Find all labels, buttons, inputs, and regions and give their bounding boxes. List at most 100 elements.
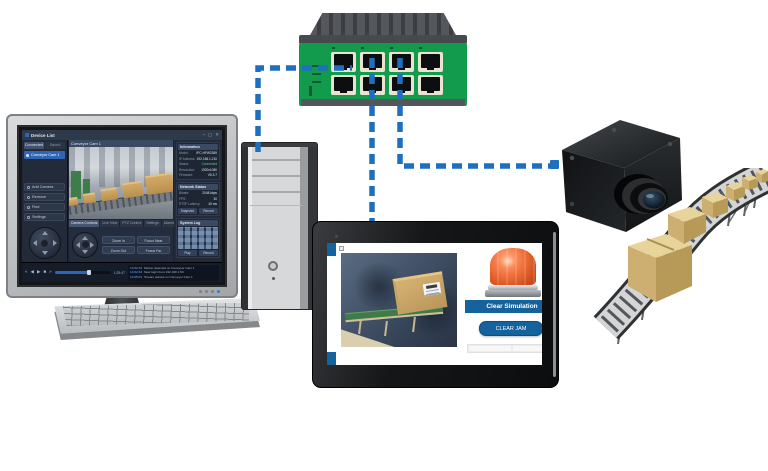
- stop-button[interactable]: ■: [43, 269, 47, 275]
- zoom-out-button[interactable]: Zoom Out: [102, 245, 135, 254]
- tab-ptz-control[interactable]: PTZ Control: [120, 220, 144, 227]
- net-label: RTSP Latency:: [179, 202, 201, 207]
- conveyor-box: [742, 175, 758, 190]
- camera-network-port: [550, 160, 559, 169]
- camera-icon: [26, 153, 29, 157]
- button-label: Find: [32, 205, 40, 209]
- zoom-in-button[interactable]: Zoom In: [102, 235, 135, 244]
- switch-label-marks: [309, 86, 312, 96]
- info-value: V6.3.7: [207, 173, 217, 178]
- close-button[interactable]: ✕: [215, 132, 219, 137]
- button-label: Add Camera: [32, 185, 54, 189]
- find-button[interactable]: Find: [24, 203, 65, 211]
- play-button[interactable]: ▶: [36, 269, 41, 275]
- switch-label-marks: [312, 59, 321, 83]
- tab-alarms[interactable]: Alarms: [161, 220, 177, 227]
- conveyor-box: [756, 169, 768, 183]
- switch-port-leds: [332, 47, 444, 49]
- tab-camera-controls[interactable]: Camera Controls: [69, 220, 100, 227]
- ptz-dpad[interactable]: [28, 227, 61, 259]
- device-sidebar: Connected Saved Conveyor Cam 1 Add Camer…: [22, 140, 68, 262]
- tab-saved[interactable]: Saved: [45, 142, 65, 149]
- jammed-box: [392, 271, 448, 315]
- window-title: Device List: [31, 132, 55, 138]
- monitor-bezel-buttons: [199, 290, 220, 293]
- hmi-tablet: Clear Simulation CLEAR JAM: [312, 221, 559, 388]
- arrow-right-icon[interactable]: [90, 241, 94, 248]
- app-icon: [25, 133, 29, 137]
- app-title-bar: Device List – ▢ ✕: [22, 130, 222, 140]
- dpad-center-button[interactable]: [40, 238, 49, 248]
- screw-icon: [611, 127, 617, 133]
- tab-live-view[interactable]: Live View: [100, 220, 120, 227]
- tab-connected[interactable]: Connected: [24, 142, 44, 149]
- button-label: Settings: [32, 215, 46, 219]
- net-label: FPS:: [179, 196, 187, 201]
- settings-button[interactable]: Settings: [24, 213, 65, 221]
- status-value: Connected: [201, 162, 217, 167]
- focus-near-button[interactable]: Focus Near: [137, 235, 170, 244]
- ethernet-port: [331, 52, 356, 72]
- info-value: 192.168.1.210: [196, 156, 217, 161]
- clear-jam-button[interactable]: CLEAR JAM: [479, 321, 542, 336]
- info-value: 1920x1080: [201, 167, 217, 172]
- conveyor-box: [628, 234, 692, 302]
- camera-lens: [614, 174, 668, 214]
- camera-control-dpad[interactable]: [72, 231, 98, 258]
- arrow-up-icon[interactable]: [82, 235, 88, 240]
- search-icon: [27, 205, 30, 209]
- hmi-screen: Clear Simulation CLEAR JAM: [327, 243, 542, 365]
- arrow-down-icon[interactable]: [41, 251, 48, 255]
- screw-icon: [569, 155, 575, 161]
- net-value: 40 ms: [208, 202, 217, 207]
- ethernet-port: [331, 75, 356, 95]
- timeline-slider[interactable]: [54, 270, 111, 275]
- panel-title: Network Status: [178, 183, 218, 190]
- switch-base: [301, 99, 465, 106]
- screen-accent-tab: [327, 352, 336, 365]
- screw-icon: [667, 141, 673, 147]
- screw-icon: [569, 201, 575, 207]
- camera-name: Conveyor Cam 1: [31, 153, 60, 157]
- camera-list-item[interactable]: Conveyor Cam 1: [24, 151, 65, 159]
- net-label: Bitrate:: [179, 190, 190, 195]
- dpad-center-button[interactable]: [80, 240, 90, 249]
- add-camera-button[interactable]: Add Camera: [24, 183, 65, 191]
- focus-far-button[interactable]: Focus Far: [137, 245, 170, 254]
- remove-button[interactable]: Remove: [24, 193, 65, 201]
- info-value: IPC-HFW2389: [196, 151, 217, 155]
- tab-settings[interactable]: Settings: [144, 220, 161, 227]
- record-button[interactable]: Record: [199, 207, 218, 214]
- ethernet-port: [389, 75, 414, 95]
- jam-camera-photo: [341, 253, 457, 347]
- alarm-beacon: [485, 248, 541, 297]
- record-button[interactable]: Record: [199, 249, 218, 256]
- skip-forward-button[interactable]: »: [49, 269, 52, 275]
- minimize-button[interactable]: –: [202, 132, 205, 137]
- roller-conveyor: [593, 168, 768, 345]
- snapshot-button[interactable]: Snapshot: [178, 207, 197, 214]
- clear-simulation-banner: Clear Simulation: [465, 300, 542, 313]
- arrow-up-icon[interactable]: [41, 231, 48, 235]
- switch-body: [299, 43, 467, 106]
- tablet-edge: [553, 232, 556, 377]
- machine-vision-camera: [550, 120, 682, 232]
- right-info-column: Information Model:IPC-HFW2389 IP Address…: [174, 140, 222, 262]
- screen-corner-icon: [339, 246, 344, 251]
- maximize-button[interactable]: ▢: [207, 132, 213, 137]
- disabled-button-row: [467, 344, 542, 353]
- rewind-button[interactable]: ◀: [30, 269, 34, 275]
- arrow-right-icon[interactable]: [52, 240, 57, 246]
- conveyor-box: [702, 192, 728, 218]
- arrow-down-icon[interactable]: [82, 249, 88, 254]
- ethernet-port: [418, 75, 443, 95]
- play-button[interactable]: Play: [178, 249, 197, 256]
- arrow-left-icon[interactable]: [32, 240, 37, 246]
- arrow-left-icon[interactable]: [76, 241, 80, 248]
- button-label: Remove: [32, 195, 47, 199]
- skip-back-button[interactable]: «: [25, 269, 28, 275]
